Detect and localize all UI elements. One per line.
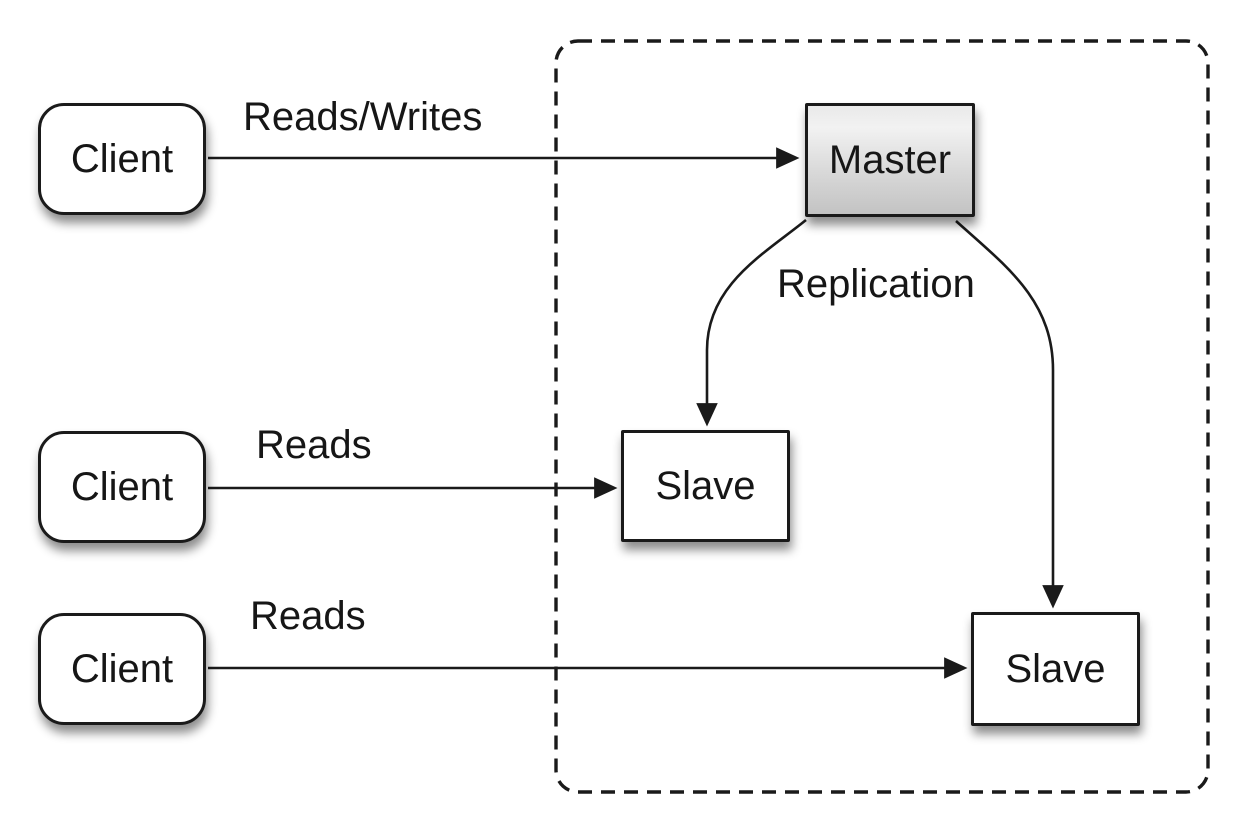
edge-label-reads-bottom: Reads <box>250 594 366 638</box>
client-node-2: Client <box>38 431 206 543</box>
edge-label-replication: Replication <box>777 262 975 306</box>
arrow-master-to-slave2 <box>955 220 1064 609</box>
edge-label-reads-top: Reads <box>256 423 372 467</box>
arrow-master-to-slave1 <box>696 218 807 427</box>
slave-node-1-label: Slave <box>655 464 756 508</box>
client-node-3-label: Client <box>70 647 174 691</box>
client-node-3: Client <box>38 613 206 725</box>
master-node: Master <box>805 103 975 217</box>
edge-label-reads-writes: Reads/Writes <box>243 95 483 139</box>
client-node-2-label: Client <box>70 465 174 509</box>
server-boundary-dashed-box <box>554 39 1210 794</box>
slave-node-1: Slave <box>621 430 790 542</box>
client-node-1: Client <box>38 103 206 215</box>
master-node-label: Master <box>828 138 952 182</box>
slave-node-2-label: Slave <box>1005 647 1106 691</box>
client-node-1-label: Client <box>70 137 174 181</box>
slave-node-2: Slave <box>971 612 1140 726</box>
